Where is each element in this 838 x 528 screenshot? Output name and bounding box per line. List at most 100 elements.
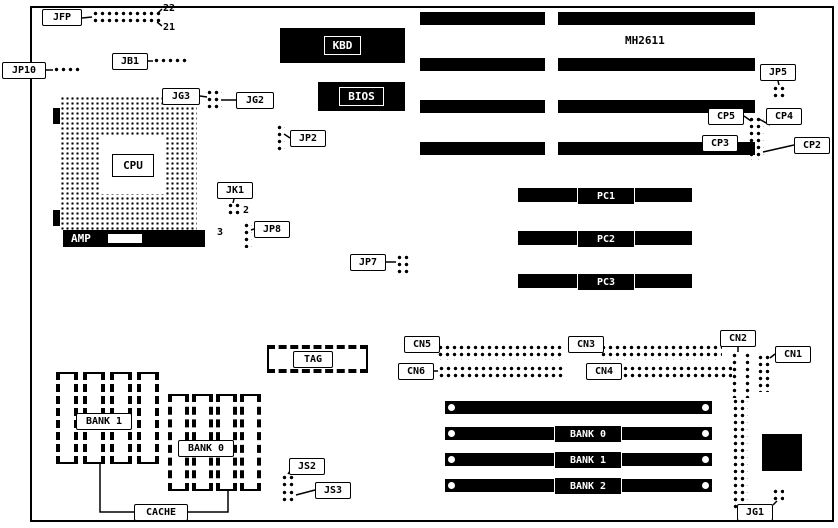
jk1-header bbox=[227, 202, 241, 217]
callout-cp4: CP4 bbox=[766, 108, 802, 125]
isa-slot-2a bbox=[420, 58, 545, 71]
jb1-header bbox=[153, 57, 188, 65]
cn4-label: CN4 bbox=[594, 366, 614, 377]
cp2-label: CP2 bbox=[802, 140, 822, 151]
cn1-label: CN1 bbox=[783, 349, 803, 360]
simm-bank2-label: BANK 2 bbox=[554, 477, 622, 495]
callout-cp5: CP5 bbox=[708, 108, 744, 125]
isa-slot-1a bbox=[420, 12, 545, 25]
kbd-label: KBD bbox=[323, 36, 362, 55]
callout-jk1: JK1 bbox=[217, 182, 253, 199]
js2-header bbox=[281, 474, 294, 487]
pci-slot-1-label: PC1 bbox=[577, 187, 635, 205]
jg2-label: JG2 bbox=[245, 95, 265, 106]
callout-js3: JS3 bbox=[315, 482, 351, 499]
cpu-socket-tab-bottom bbox=[53, 210, 60, 226]
bios-chip: BIOS bbox=[318, 82, 405, 111]
jp8-header bbox=[243, 222, 252, 248]
jg3-jg2-header bbox=[206, 89, 222, 110]
simm-bank0-label: BANK 0 bbox=[554, 425, 622, 443]
callout-jfp: JFP bbox=[42, 9, 82, 26]
cache-bank1-label: BANK 1 bbox=[85, 416, 123, 427]
callout-cache-bank1: BANK 1 bbox=[76, 413, 132, 430]
callout-jg3: JG3 bbox=[162, 88, 200, 105]
cn3-label: CN3 bbox=[576, 339, 596, 350]
callout-jg1: JG1 bbox=[737, 504, 773, 521]
callout-cn1: CN1 bbox=[775, 346, 811, 363]
amp-window bbox=[108, 234, 142, 243]
callout-tag: TAG bbox=[293, 351, 333, 368]
simm-slot-3-hole-left bbox=[448, 456, 455, 463]
board-model: MH2611 bbox=[625, 34, 665, 47]
cn3-header bbox=[600, 344, 722, 360]
jg3-label: JG3 bbox=[171, 91, 191, 102]
pci-slot-3-label: PC3 bbox=[577, 273, 635, 291]
cn5-header bbox=[437, 344, 563, 360]
cn4-header bbox=[622, 365, 732, 379]
cn2-header-col1 bbox=[731, 352, 739, 398]
isa-slot-4a bbox=[420, 142, 545, 155]
jg1-label: JG1 bbox=[745, 507, 765, 518]
jp2-label: JP2 bbox=[298, 133, 318, 144]
callout-js2: JS2 bbox=[289, 458, 325, 475]
simm-slot-4-hole-right bbox=[702, 482, 709, 489]
callout-cn3: CN3 bbox=[568, 336, 604, 353]
jp10-label: JP10 bbox=[11, 65, 37, 76]
cp4-label: CP4 bbox=[774, 111, 794, 122]
cn2-header-col2 bbox=[744, 352, 752, 398]
jk1-pin3-number: 3 bbox=[217, 227, 224, 238]
simm-slot-3-hole-right bbox=[702, 456, 709, 463]
callout-jp10: JP10 bbox=[2, 62, 46, 79]
callout-cn6: CN6 bbox=[398, 363, 434, 380]
isa-slot-1b bbox=[558, 12, 755, 25]
callout-cache-bank0: BANK 0 bbox=[178, 440, 234, 457]
cn2-label: CN2 bbox=[728, 333, 748, 344]
callout-jp5: JP5 bbox=[760, 64, 796, 81]
jp7-label: JP7 bbox=[358, 257, 378, 268]
simm-slot-4-hole-left bbox=[448, 482, 455, 489]
simm-slot-1 bbox=[445, 401, 712, 414]
callout-jb1: JB1 bbox=[112, 53, 148, 70]
callout-cn4: CN4 bbox=[586, 363, 622, 380]
js3-header bbox=[281, 489, 294, 502]
jk1-pin2-number: 2 bbox=[243, 205, 250, 216]
callout-cn2: CN2 bbox=[720, 330, 756, 347]
cpu-socket-tab-top bbox=[53, 108, 60, 124]
cn6-header bbox=[438, 365, 563, 379]
simm-slot-2-hole-right bbox=[702, 430, 709, 437]
cn1-header bbox=[757, 354, 771, 392]
js2-label: JS2 bbox=[297, 461, 317, 472]
callout-jp8: JP8 bbox=[254, 221, 290, 238]
callout-jg2: JG2 bbox=[236, 92, 274, 109]
callout-cp3: CP3 bbox=[702, 135, 738, 152]
callout-jp2: JP2 bbox=[290, 130, 326, 147]
cache-bank1-chip-4 bbox=[137, 372, 159, 464]
isa-slot-3b bbox=[558, 100, 755, 113]
simm-slot-1-hole-right bbox=[702, 404, 709, 411]
cn6-label: CN6 bbox=[406, 366, 426, 377]
cp5-label: CP5 bbox=[716, 111, 736, 122]
cpu-label: CPU bbox=[112, 153, 154, 177]
cache-bank0-chip-4 bbox=[240, 394, 261, 491]
jp2-header bbox=[276, 124, 285, 151]
cp-jumper-block bbox=[748, 116, 764, 160]
amp-regulator: AMP bbox=[63, 230, 205, 247]
jp8-label: JP8 bbox=[262, 224, 282, 235]
right-edge-header bbox=[732, 398, 748, 510]
jp5-label: JP5 bbox=[768, 67, 788, 78]
tag-label: TAG bbox=[303, 354, 323, 365]
simm-slot-1-hole-left bbox=[448, 404, 455, 411]
isa-slot-3a bbox=[420, 100, 545, 113]
simm-slot-2-hole-left bbox=[448, 430, 455, 437]
cache-bank0-label: BANK 0 bbox=[187, 443, 225, 454]
amp-label: AMP bbox=[71, 232, 91, 245]
keyboard-connector: KBD bbox=[280, 28, 405, 63]
jg1-header bbox=[772, 488, 784, 502]
jfp-header bbox=[92, 10, 162, 24]
cn5-label: CN5 bbox=[412, 339, 432, 350]
callout-cn5: CN5 bbox=[404, 336, 440, 353]
bios-label: BIOS bbox=[339, 87, 384, 106]
jp5-header bbox=[772, 85, 786, 99]
